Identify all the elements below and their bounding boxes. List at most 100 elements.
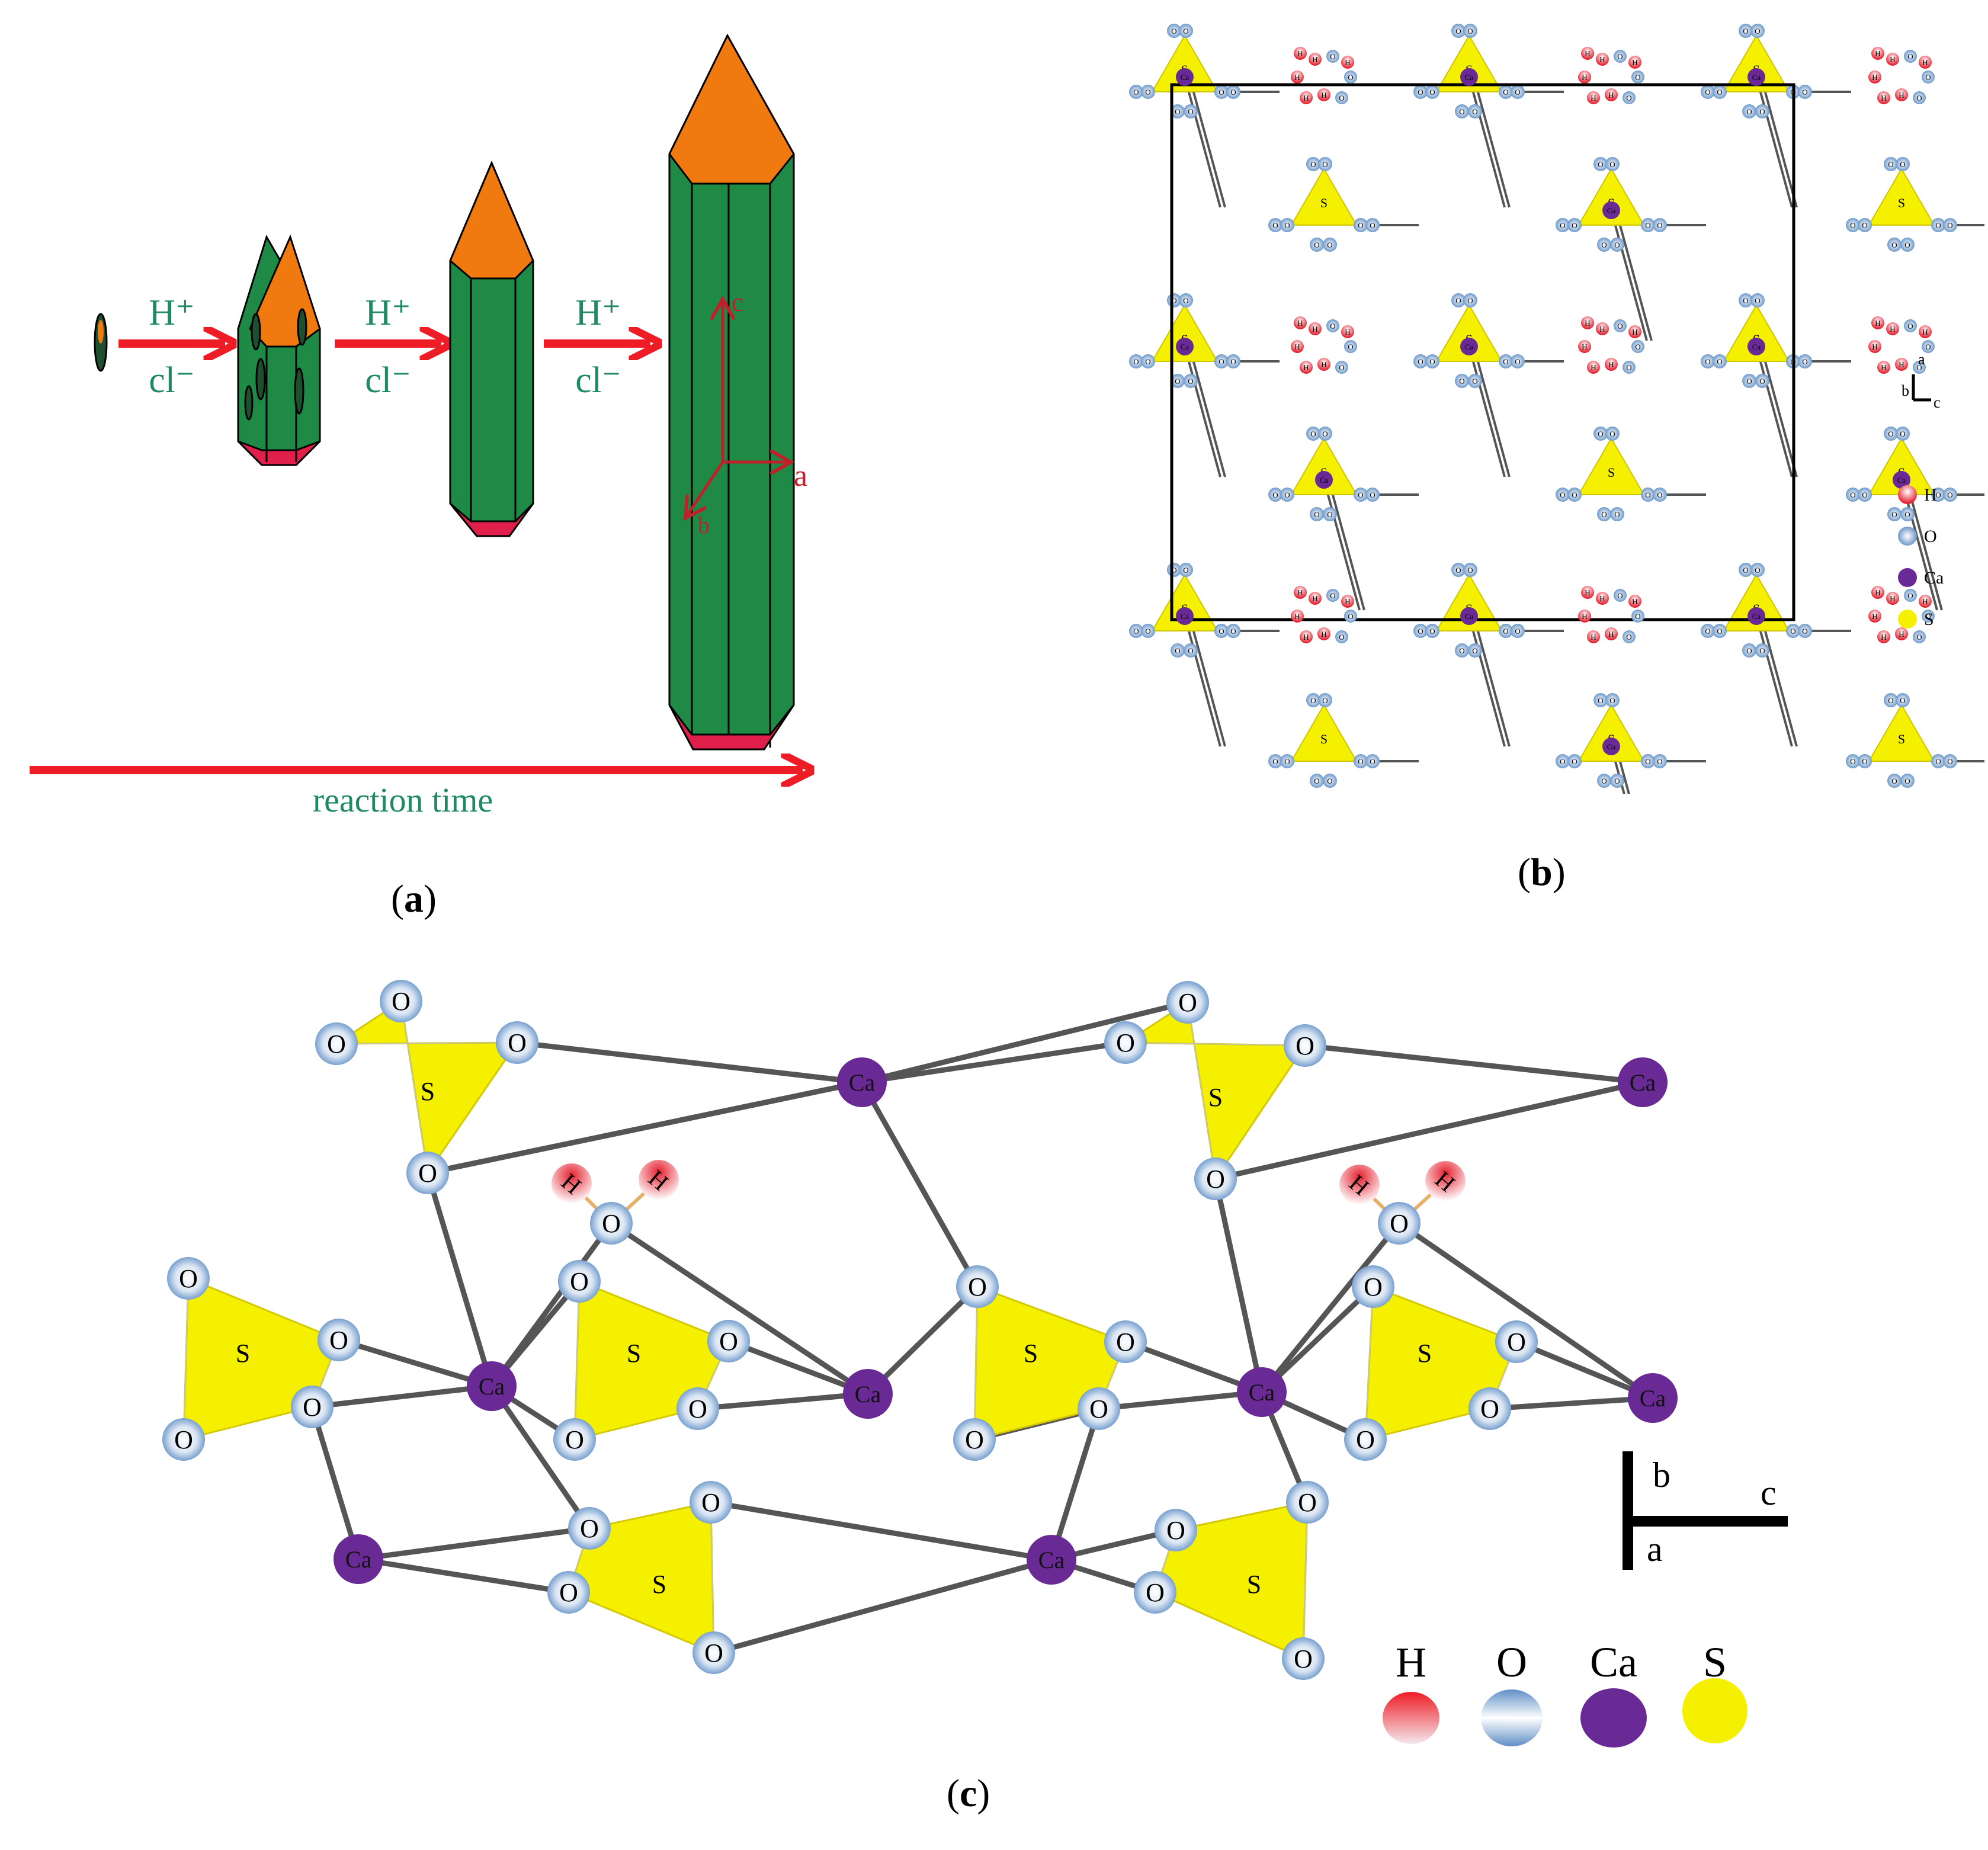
oxygen-atom xyxy=(406,1152,449,1194)
atom-label-o: O xyxy=(1455,27,1461,36)
oxygen-atom xyxy=(1268,218,1282,232)
atom-label-o: O xyxy=(1272,221,1278,230)
atom-label-ca: Ca xyxy=(1249,1379,1275,1406)
oxygen-atom xyxy=(1701,354,1715,368)
atom-label-o: O xyxy=(1900,429,1905,438)
atom-label-o: O xyxy=(1717,627,1722,636)
svg-text:O: O xyxy=(1626,94,1631,102)
atom-label-o: O xyxy=(1657,221,1662,230)
oxygen-atom xyxy=(1171,643,1185,658)
svg-text:O: O xyxy=(1916,633,1922,642)
atom-label-o: O xyxy=(1418,627,1423,636)
atom-label-ca: Ca xyxy=(1752,612,1761,621)
svg-text:O: O xyxy=(1617,52,1623,61)
atom-label-o: O xyxy=(1862,757,1867,766)
atom-label-o: O xyxy=(1947,757,1952,766)
oxygen-atom xyxy=(1858,754,1872,768)
oxygen-atom xyxy=(1463,24,1477,38)
atom-label-o: O xyxy=(174,1425,193,1454)
oxygen-atom xyxy=(1141,624,1155,638)
oxygen-atom xyxy=(1155,1509,1197,1551)
oxygen-atom xyxy=(1610,507,1624,521)
atom-label-o: O xyxy=(1802,627,1807,636)
atom-label-o: O xyxy=(1296,1031,1314,1060)
atom-label-o: O xyxy=(1272,757,1278,766)
atom-label-o: O xyxy=(1133,88,1139,97)
atom-label-o: O xyxy=(1705,627,1710,636)
atom-label-o: O xyxy=(1327,510,1332,519)
oxygen-atom xyxy=(1750,293,1765,307)
oxygen-atom xyxy=(1129,354,1143,368)
calcium-atom xyxy=(1176,68,1194,86)
panel-c-caption: (c) xyxy=(947,1772,990,1815)
oxygen-atom xyxy=(1653,754,1667,768)
oxygen-atom xyxy=(1468,374,1482,388)
oxygen-atom xyxy=(1511,624,1525,638)
svg-text:H: H xyxy=(1585,588,1590,597)
atom-label-o: O xyxy=(701,1488,720,1517)
atom-label-s: S xyxy=(1320,732,1328,746)
bond-line xyxy=(1259,1284,1375,1394)
atom-label-ca: Ca xyxy=(1320,476,1329,485)
oxygen-atom xyxy=(1306,693,1320,707)
atom-label-o: O xyxy=(1358,221,1363,230)
oxygen-atom xyxy=(1597,507,1611,521)
oxygen-atom xyxy=(1943,754,1957,768)
oxygen-atom xyxy=(1896,427,1910,441)
oxygen-atom xyxy=(1354,754,1368,768)
legend-b-o: O xyxy=(1924,527,1937,546)
atom-label-o: O xyxy=(1743,27,1748,36)
atom-label-o: O xyxy=(1370,221,1375,230)
oxygen-atom xyxy=(1352,1265,1394,1308)
oxygen-atom xyxy=(1556,218,1570,232)
oxygen-atom xyxy=(1653,488,1667,502)
axis-c-b: c xyxy=(1934,394,1941,411)
unit-cell-box xyxy=(1170,83,1795,621)
oxygen-atom xyxy=(1184,104,1198,118)
oxygen-atom xyxy=(1463,293,1477,307)
oxygen-atom xyxy=(553,1418,596,1461)
atom-label-o: O xyxy=(1175,646,1180,655)
atom-label-o: O xyxy=(327,1030,346,1059)
oxygen-atom xyxy=(1887,238,1902,252)
atom-label-o: O xyxy=(1507,1328,1526,1357)
atom-label-o: O xyxy=(1175,377,1180,386)
oxygen-atom xyxy=(1798,624,1812,638)
atom-label-s: S xyxy=(421,1077,435,1106)
atom-label-ca: Ca xyxy=(849,1069,876,1096)
oxygen-atom xyxy=(1323,238,1337,252)
axis-a-c: a xyxy=(1647,1530,1663,1569)
atom-label-o: O xyxy=(1900,696,1905,705)
atom-label-ca: Ca xyxy=(1897,476,1906,485)
oxygen-atom xyxy=(1593,693,1608,707)
oxygen-atom xyxy=(1282,1637,1325,1680)
calcium-atom xyxy=(1460,607,1478,625)
svg-text:O: O xyxy=(1635,612,1640,621)
calcium-atom xyxy=(1747,607,1765,625)
svg-text:H: H xyxy=(1312,594,1317,603)
atom-label-o: O xyxy=(565,1425,584,1454)
atom-label-o: O xyxy=(1888,696,1893,705)
svg-text:H: H xyxy=(1875,319,1880,328)
atom-label-o: O xyxy=(508,1028,527,1057)
oxygen-atom xyxy=(1318,693,1332,707)
svg-text:H: H xyxy=(1591,363,1596,372)
atom-label-o: O xyxy=(1743,566,1748,575)
atom-label-o: O xyxy=(719,1327,738,1356)
oxygen-atom xyxy=(1593,157,1608,171)
atom-label-o: O xyxy=(1746,646,1752,655)
atom-label-o: O xyxy=(1322,429,1328,438)
axis-b-label: b xyxy=(698,512,710,538)
bond-line xyxy=(1048,1407,1102,1561)
svg-text:H: H xyxy=(1872,612,1877,621)
svg-text:H: H xyxy=(1890,55,1895,64)
svg-text:O: O xyxy=(1617,322,1623,331)
svg-text:H: H xyxy=(1303,94,1309,102)
